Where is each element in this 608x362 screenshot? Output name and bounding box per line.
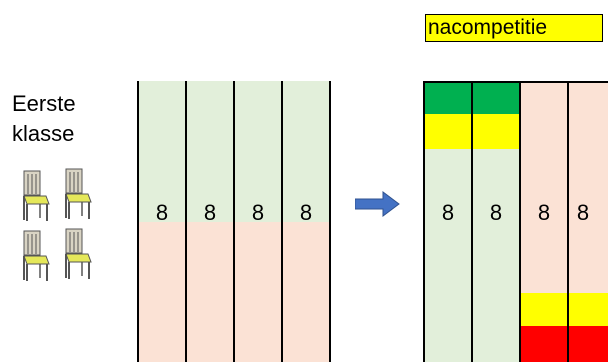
right-column-value: 8: [537, 200, 551, 225]
chair-icon: [65, 168, 92, 219]
chair-icon: [23, 170, 50, 221]
nacompetitie-tag: nacompetitie: [425, 14, 603, 42]
chair-icon: [23, 230, 50, 281]
left-column-value: 8: [299, 200, 313, 225]
right-column-value: 8: [489, 200, 503, 225]
section-title-line2: klasse: [12, 121, 75, 146]
left-column: 8: [138, 81, 186, 362]
right-column: 8: [568, 81, 608, 362]
section-title-line1: Eerste: [12, 91, 76, 116]
right-column: 8: [424, 81, 472, 362]
left-column-value: 8: [203, 200, 217, 225]
right-column: 8: [472, 81, 520, 362]
right-column-value: 8: [441, 200, 455, 225]
left-column: 8: [186, 81, 234, 362]
right-column-value: 8: [576, 200, 590, 225]
chair-icon: [65, 228, 92, 279]
left-column: 8: [234, 81, 282, 362]
arrow-right-icon: [355, 191, 400, 217]
right-column: 8: [520, 81, 568, 362]
left-column-value: 8: [155, 200, 169, 225]
left-column-value: 8: [251, 200, 265, 225]
left-column: 8: [282, 81, 330, 362]
